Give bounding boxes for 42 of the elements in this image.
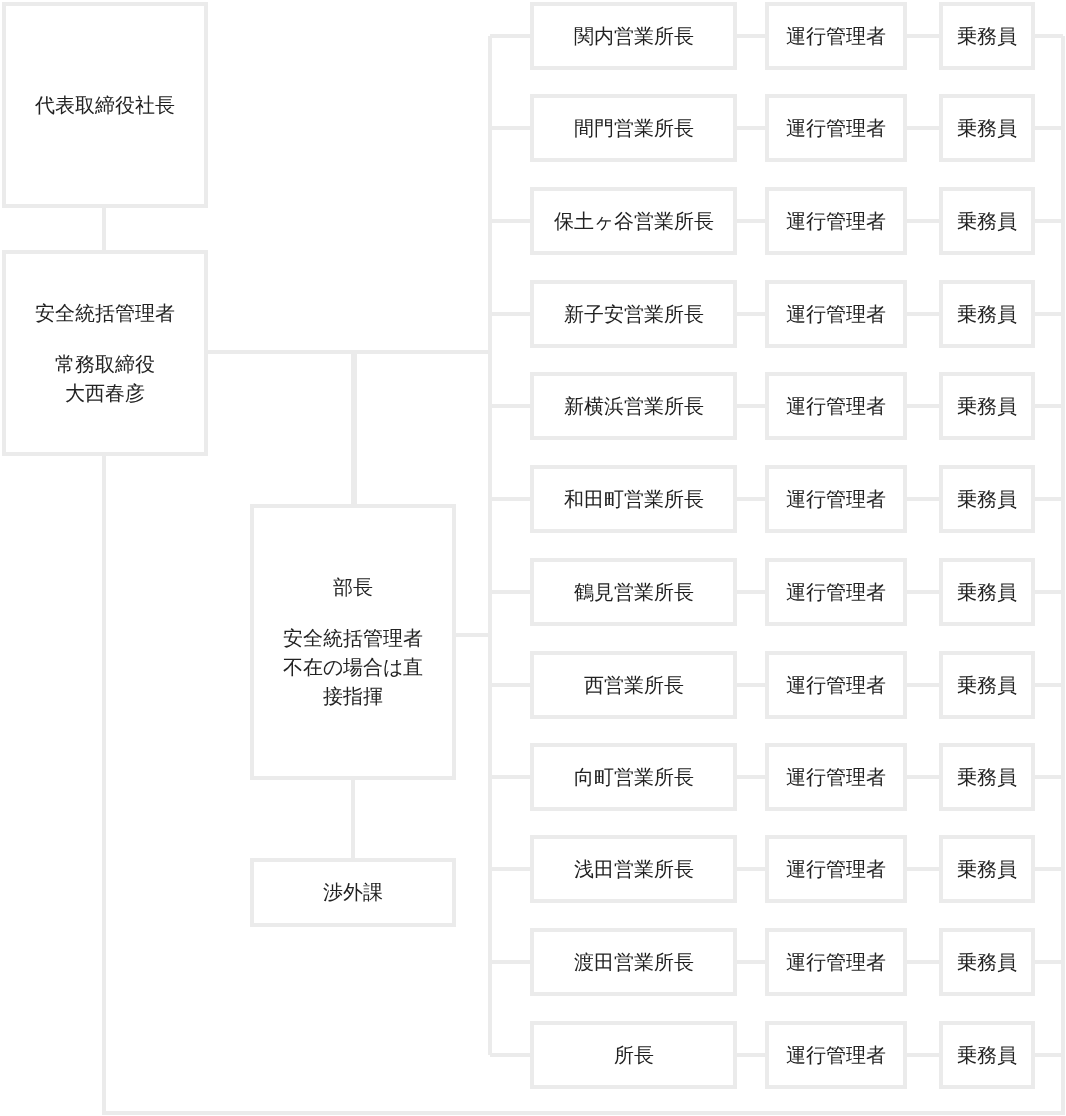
box-title: 運行管理者 — [786, 485, 886, 513]
box-title: 運行管理者 — [786, 22, 886, 50]
box-title: 和田町営業所長 — [563, 485, 704, 513]
box-note: 常務取締役大西春彦 — [54, 350, 156, 407]
box-title: 運行管理者 — [786, 671, 886, 699]
box-title: 乗務員 — [957, 1041, 1017, 1069]
box-title: 浅田営業所長 — [573, 855, 694, 883]
box-title: 乗務員 — [957, 114, 1017, 142]
box-title: 運行管理者 — [786, 948, 886, 976]
box-title: 安全統括管理者 — [35, 299, 175, 327]
box-title: 運行管理者 — [786, 763, 886, 791]
box-title: 運行管理者 — [786, 114, 886, 142]
box-title: 関内営業所長 — [573, 22, 694, 50]
box-title: 運行管理者 — [786, 392, 886, 420]
box-title: 乗務員 — [957, 763, 1017, 791]
box-title: 乗務員 — [957, 392, 1017, 420]
box-title: 運行管理者 — [786, 1041, 886, 1069]
box-title: 鶴見営業所長 — [573, 578, 694, 606]
box-title: 西営業所長 — [583, 671, 684, 699]
box-title: 運行管理者 — [786, 300, 886, 328]
box-title: 乗務員 — [957, 207, 1017, 235]
box-title: 乗務員 — [957, 671, 1017, 699]
box-title: 間門営業所長 — [573, 114, 694, 142]
box-title: 運行管理者 — [786, 855, 886, 883]
box-title: 乗務員 — [957, 300, 1017, 328]
box-title: 所長 — [613, 1041, 654, 1069]
box-title: 部長 — [333, 574, 373, 601]
box-title: 渉外課 — [323, 879, 383, 906]
box-title: 乗務員 — [957, 485, 1017, 513]
box-title: 運行管理者 — [786, 207, 886, 235]
box-note: 安全統括管理者不在の場合は直接指揮 — [282, 625, 424, 710]
box-title: 新子安営業所長 — [563, 300, 704, 328]
box-title: 運行管理者 — [786, 578, 886, 606]
box-title: 保土ヶ谷営業所長 — [553, 207, 714, 235]
box-title: 渡田営業所長 — [573, 948, 694, 976]
box-title: 乗務員 — [957, 855, 1017, 883]
box-title: 向町営業所長 — [573, 763, 694, 791]
box-title: 新横浜営業所長 — [563, 392, 704, 420]
box-title: 乗務員 — [957, 948, 1017, 976]
box-title: 乗務員 — [957, 22, 1017, 50]
box-title: 代表取締役社長 — [35, 91, 175, 119]
box-title: 乗務員 — [957, 578, 1017, 606]
